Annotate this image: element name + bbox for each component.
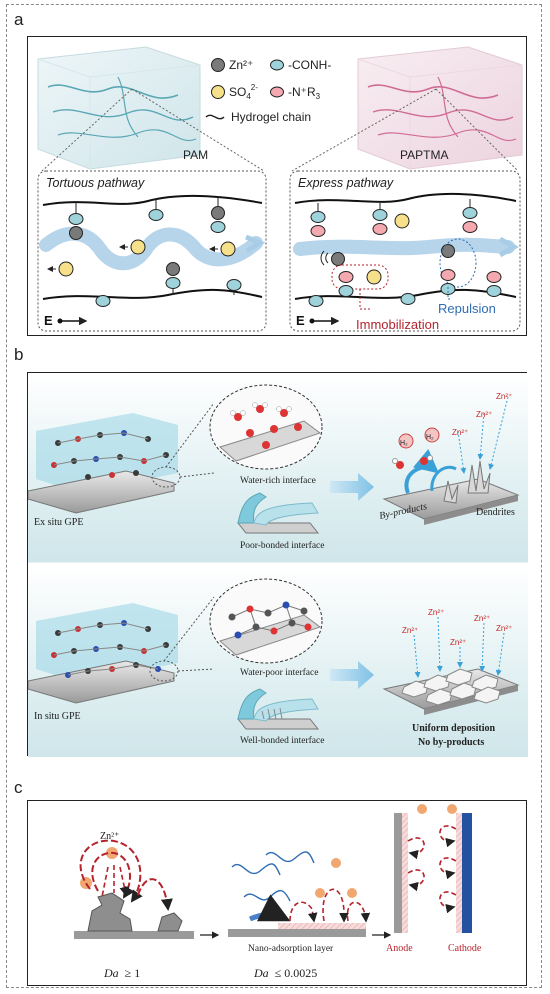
express-ions: [308, 199, 502, 307]
tortuous-label: Tortuous pathway: [46, 176, 145, 190]
da-low-label: Da≤ 0.0025: [253, 966, 317, 980]
ex-situ-label: Ex situ GPE: [34, 517, 83, 528]
legend: Zn²⁺ -CONH- SO42- -N⁺R3 Hydrogel chain: [205, 58, 331, 124]
zn-ion-label: Zn²⁺: [100, 831, 119, 842]
ex-situ-gel: [27, 413, 178, 514]
panel-a-label: a: [14, 10, 24, 29]
panel-a-diagram: PAM PAPTMA Zn²⁺ -CONH- SO42- -N⁺R3 Hydro…: [37, 46, 523, 332]
panel-c: Zn²⁺ Da≥ 1 Nano-adsorption layer Da≤ 0.0…: [27, 800, 527, 986]
well-bonded-sketch: [236, 688, 320, 730]
cathode-electrode: [462, 813, 472, 933]
cathode-label: Cathode: [448, 943, 482, 954]
nano-adsorption-sketch: [228, 851, 371, 937]
tortuous-ions: [47, 197, 242, 307]
express-label: Express pathway: [298, 176, 394, 190]
h2-label-b: H₂: [426, 434, 434, 441]
zn-bottom-2: Zn²⁺: [428, 608, 444, 617]
panel-a: PAM PAPTMA Zn²⁺ -CONH- SO42- -N⁺R3 Hydro…: [27, 36, 527, 336]
immobilization-label: Immobilization: [356, 317, 439, 332]
uniform-result: [382, 616, 520, 715]
zn-top-2: Zn²⁺: [476, 410, 492, 419]
legend-conh-icon: [270, 59, 284, 71]
cell-sketch: [394, 804, 472, 933]
paptma-label: PAPTMA: [400, 148, 448, 162]
pam-gel-cube: [37, 46, 201, 170]
in-situ-arrow: [330, 661, 374, 689]
dendrite-result: [382, 396, 520, 525]
well-bonded-label: Well-bonded interface: [240, 735, 324, 746]
nano-layer-label: Nano-adsorption layer: [248, 944, 334, 954]
legend-zn: Zn²⁺: [229, 58, 253, 72]
panel-c-diagram: Zn²⁺ Da≥ 1 Nano-adsorption layer Da≤ 0.0…: [74, 804, 482, 980]
water-poor-label: Water-poor interface: [240, 667, 318, 678]
panel-c-label: c: [14, 778, 23, 797]
field-label-right: E: [296, 313, 305, 328]
panel-b-diagram: Ex situ GPE Water-rich interface Poor-bo…: [27, 373, 528, 757]
repulsion-label: Repulsion: [438, 301, 496, 316]
water-rich-label: Water-rich interface: [240, 475, 316, 486]
tortuous-path: [39, 226, 263, 271]
panel-b-label: b: [14, 345, 24, 364]
no-byproducts-label: No by-products: [418, 737, 484, 748]
da-high-label: Da≥ 1: [103, 966, 140, 980]
legend-so4: SO42-: [229, 83, 258, 101]
legend-chain-icon: [205, 114, 225, 120]
poor-bonded-sketch: [236, 492, 320, 534]
poor-bonded-label: Poor-bonded interface: [240, 540, 324, 551]
anode-label: Anode: [386, 943, 413, 954]
in-situ-label: In situ GPE: [34, 711, 81, 722]
field-label-left: E: [44, 313, 53, 328]
in-situ-gel: [27, 603, 178, 704]
zn-bottom-4: Zn²⁺: [474, 614, 490, 623]
zn-bottom-3: Zn²⁺: [450, 638, 466, 647]
dendrite-growth-sketch: [74, 839, 194, 939]
legend-so4-icon: [211, 85, 225, 99]
panel-b: Ex situ GPE Water-rich interface Poor-bo…: [27, 372, 528, 757]
figure-frame: [6, 4, 542, 988]
water-poor-magnifier: [209, 578, 323, 664]
legend-nr3: -N⁺R3: [288, 85, 321, 101]
legend-conh: -CONH-: [288, 58, 331, 72]
paptma-gel-cube: [357, 46, 523, 170]
ex-situ-arrow: [330, 473, 374, 501]
legend-chain: Hydrogel chain: [231, 110, 311, 124]
legend-nr3-icon: [270, 86, 284, 98]
water-rich-magnifier: [209, 384, 323, 470]
h2-label-a: H₂: [400, 440, 408, 447]
pam-label: PAM: [183, 148, 208, 162]
legend-zn-icon: [211, 58, 225, 72]
zn-bottom-5: Zn²⁺: [496, 624, 512, 633]
uniform-label: Uniform deposition: [412, 723, 496, 734]
zn-top-3: Zn²⁺: [496, 392, 512, 401]
anode-electrode: [394, 813, 402, 933]
dendrites-label: Dendrites: [476, 507, 515, 518]
zn-top-1: Zn²⁺: [452, 428, 468, 437]
zn-bottom-1: Zn²⁺: [402, 626, 418, 635]
express-path: [293, 237, 515, 256]
